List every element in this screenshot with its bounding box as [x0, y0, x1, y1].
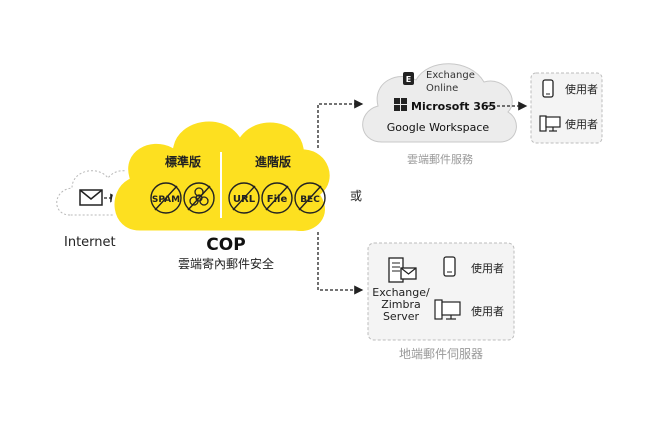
internet-label: Internet	[64, 235, 116, 250]
cloud-user-2-label: 使用者	[565, 118, 598, 131]
url-badge-label: URL	[233, 194, 256, 205]
phone-icon	[443, 256, 456, 277]
cop-title: COP	[206, 235, 245, 255]
url-badge: URL	[228, 182, 260, 214]
microsoft-365-label: Microsoft 365	[411, 100, 496, 113]
advanced-edition-label: 進階版	[255, 154, 291, 169]
spam-badge-label: SPAM	[152, 195, 180, 205]
cloud-service-caption: 雲端郵件服務	[407, 152, 473, 166]
bec-badge-label: BEC	[300, 195, 320, 205]
biohazard-badge	[183, 182, 215, 214]
onprem-user-1-label: 使用者	[471, 262, 504, 275]
cloud-user-1-label: 使用者	[565, 83, 598, 96]
cop-subtitle: 雲端寄內郵件安全	[178, 256, 274, 271]
bec-badge: BEC	[294, 182, 326, 214]
or-label: 或	[350, 189, 362, 203]
svg-text:E: E	[406, 75, 411, 84]
server-line1: Exchange/	[372, 286, 430, 299]
file-badge-label: File	[267, 194, 288, 205]
cop-to-onprem-arrow	[317, 232, 364, 295]
cop-to-cloud-arrow	[317, 99, 364, 148]
envelope-icon	[79, 189, 103, 206]
onprem-caption: 地端郵件伺服器	[399, 347, 483, 361]
google-workspace-label: Google Workspace	[387, 121, 490, 134]
spam-badge: SPAM	[150, 182, 182, 214]
biohazard-icon	[189, 187, 209, 206]
onprem-box	[367, 242, 515, 341]
mail-server-icon	[388, 257, 417, 283]
desktop-icon	[539, 115, 561, 132]
microsoft-logo-icon	[394, 98, 407, 111]
exchange-online-line2: Online	[426, 83, 458, 94]
standard-edition-label: 標準版	[165, 154, 201, 169]
onprem-user-2-label: 使用者	[471, 305, 504, 318]
server-line2: Zimbra	[381, 298, 421, 311]
phone-icon	[542, 79, 554, 98]
server-line3: Server	[383, 310, 420, 323]
cop-cloud	[111, 118, 333, 234]
cloud-service-cloud	[362, 63, 517, 143]
file-badge: File	[261, 182, 293, 214]
desktop-icon	[434, 299, 461, 320]
exchange-online-icon: E	[403, 72, 414, 85]
exchange-online-line1: Exchange	[426, 70, 475, 81]
